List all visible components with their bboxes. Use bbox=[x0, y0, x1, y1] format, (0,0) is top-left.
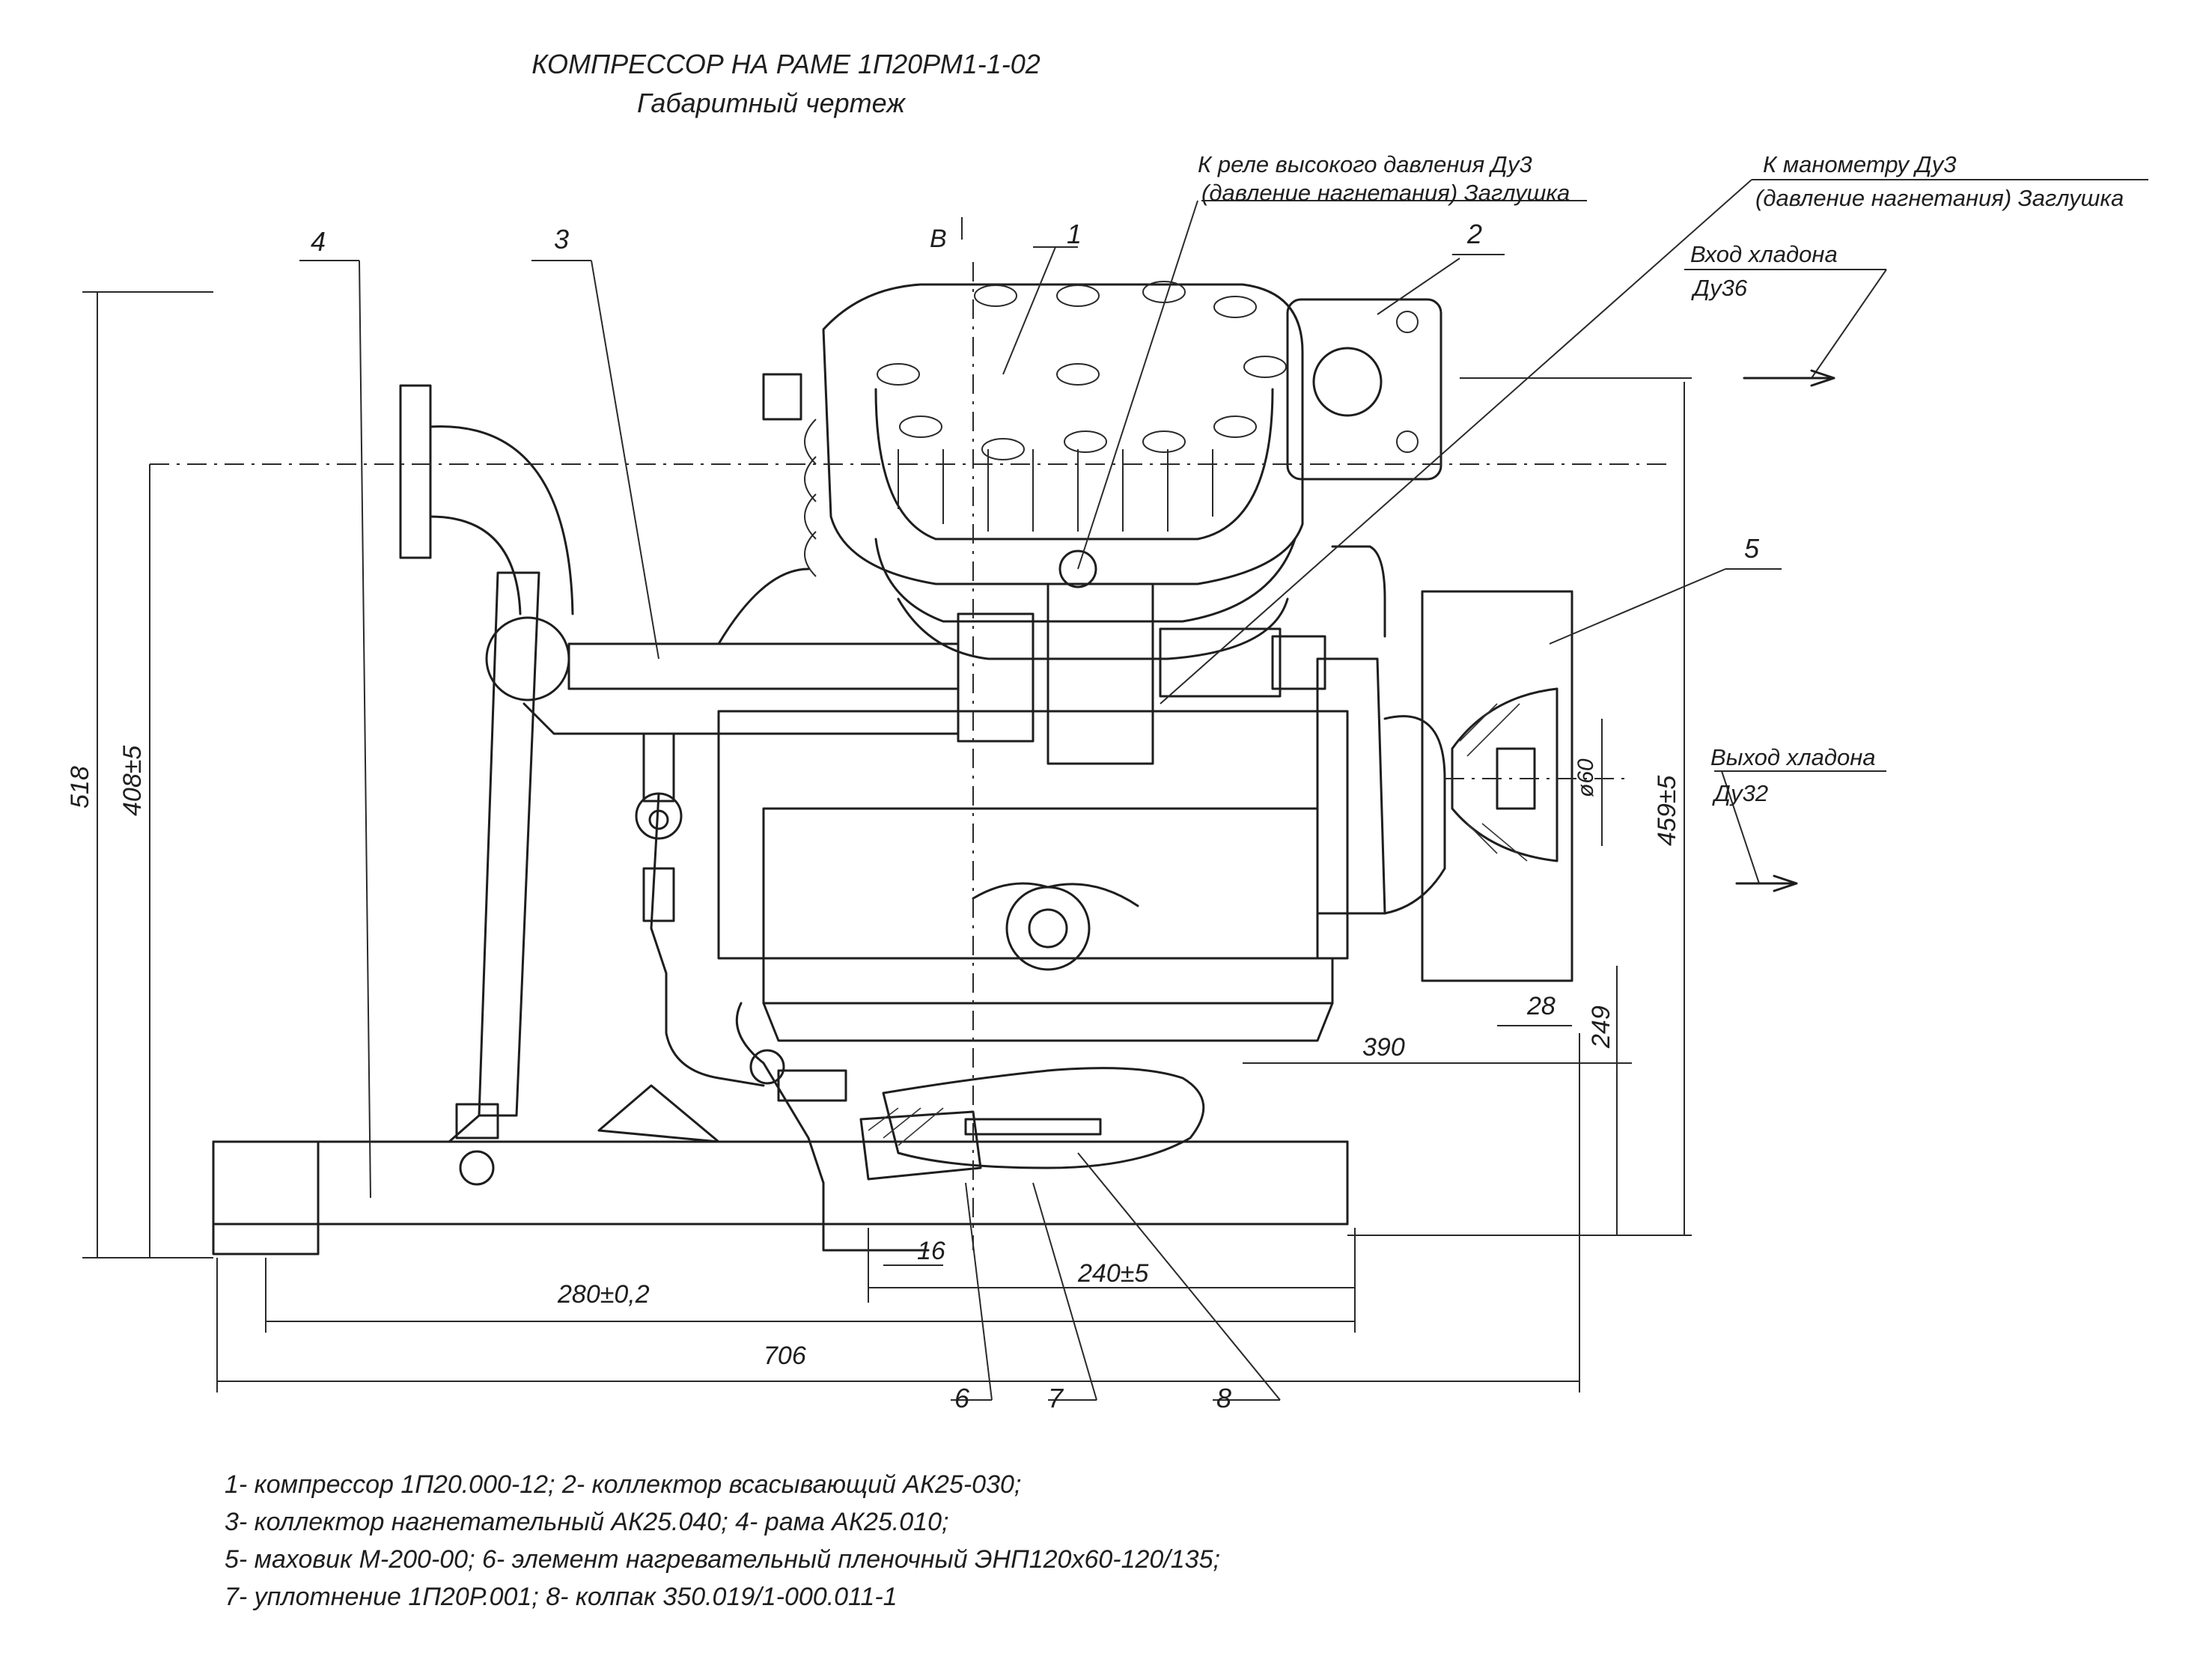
compressor-head bbox=[762, 281, 1304, 660]
drawing-title: КОМПРЕССОР НА РАМЕ 1П20РМ1-1-02 bbox=[531, 49, 1041, 79]
callout-inlet-line1: Вход хладона bbox=[1690, 241, 1838, 267]
dimension-390: 390 bbox=[1362, 1033, 1405, 1062]
legend-line: 5- маховик М-200-00; 6- элемент нагреват… bbox=[225, 1545, 1220, 1574]
position-number: 6 bbox=[954, 1383, 970, 1413]
position-number: 7 bbox=[1048, 1383, 1064, 1413]
position-number: 3 bbox=[554, 224, 569, 255]
callout-relay-line2: (давление нагнетания) Заглушка bbox=[1201, 180, 1570, 206]
position-number: 2 bbox=[1466, 219, 1482, 249]
view-letter: В bbox=[930, 225, 947, 253]
position-number: 5 bbox=[1744, 533, 1760, 564]
callout-relay-line1: К реле высокого давления Ду3 bbox=[1198, 151, 1532, 177]
callout-manometer-line2: (давление нагнетания) Заглушка bbox=[1755, 185, 2124, 211]
frame bbox=[212, 571, 1349, 1255]
dimension-408: 408±5 bbox=[118, 746, 147, 816]
position-number: 8 bbox=[1216, 1383, 1231, 1413]
callout-manometer-line1: К манометру Ду3 bbox=[1763, 151, 1957, 177]
dimension-lines bbox=[82, 291, 1692, 1392]
dimension-240: 240±5 bbox=[1077, 1259, 1148, 1288]
dimension-16: 16 bbox=[917, 1237, 945, 1265]
callout-outlet-line1: Выход хладона bbox=[1710, 744, 1876, 770]
dimension-249: 249 bbox=[1587, 1005, 1615, 1049]
suction-collector bbox=[1286, 298, 1442, 481]
crankcase bbox=[717, 550, 1349, 1042]
dimension-518: 518 bbox=[66, 766, 94, 809]
suction-elbow bbox=[399, 384, 960, 735]
position-number: 1 bbox=[1067, 219, 1082, 249]
callout-outlet-line2: Ду32 bbox=[1712, 780, 1768, 806]
fittings-left bbox=[635, 732, 683, 922]
discharge-lines bbox=[650, 545, 1386, 1102]
inlet-arrow bbox=[1743, 369, 1835, 387]
dimension-60: ø60 bbox=[1573, 758, 1598, 797]
legend-line: 3- коллектор нагнетательный АК25.040; 4-… bbox=[225, 1508, 949, 1536]
callout-inlet-line2: Ду36 bbox=[1691, 275, 1748, 301]
dimension-459: 459±5 bbox=[1653, 776, 1681, 846]
leader-lines bbox=[299, 179, 2148, 1401]
legend-line: 7- уплотнение 1П20Р.001; 8- колпак 350.0… bbox=[225, 1583, 898, 1611]
dimension-28: 28 bbox=[1526, 992, 1556, 1020]
drawing-subtitle: Габаритный чертеж bbox=[637, 88, 907, 118]
dimension-280: 280±0,2 bbox=[557, 1280, 650, 1309]
outlet-arrow bbox=[1735, 874, 1798, 892]
legend-line: 1- компрессор 1П20.000-12; 2- коллектор … bbox=[225, 1470, 1022, 1499]
parts-legend: 1- компрессор 1П20.000-12; 2- коллектор … bbox=[225, 1466, 1871, 1616]
position-number: 4 bbox=[311, 226, 326, 257]
center-lines bbox=[150, 262, 1669, 1250]
flywheel bbox=[1316, 590, 1573, 982]
crankcase-cover bbox=[735, 1002, 1205, 1184]
dimension-706: 706 bbox=[764, 1342, 806, 1370]
